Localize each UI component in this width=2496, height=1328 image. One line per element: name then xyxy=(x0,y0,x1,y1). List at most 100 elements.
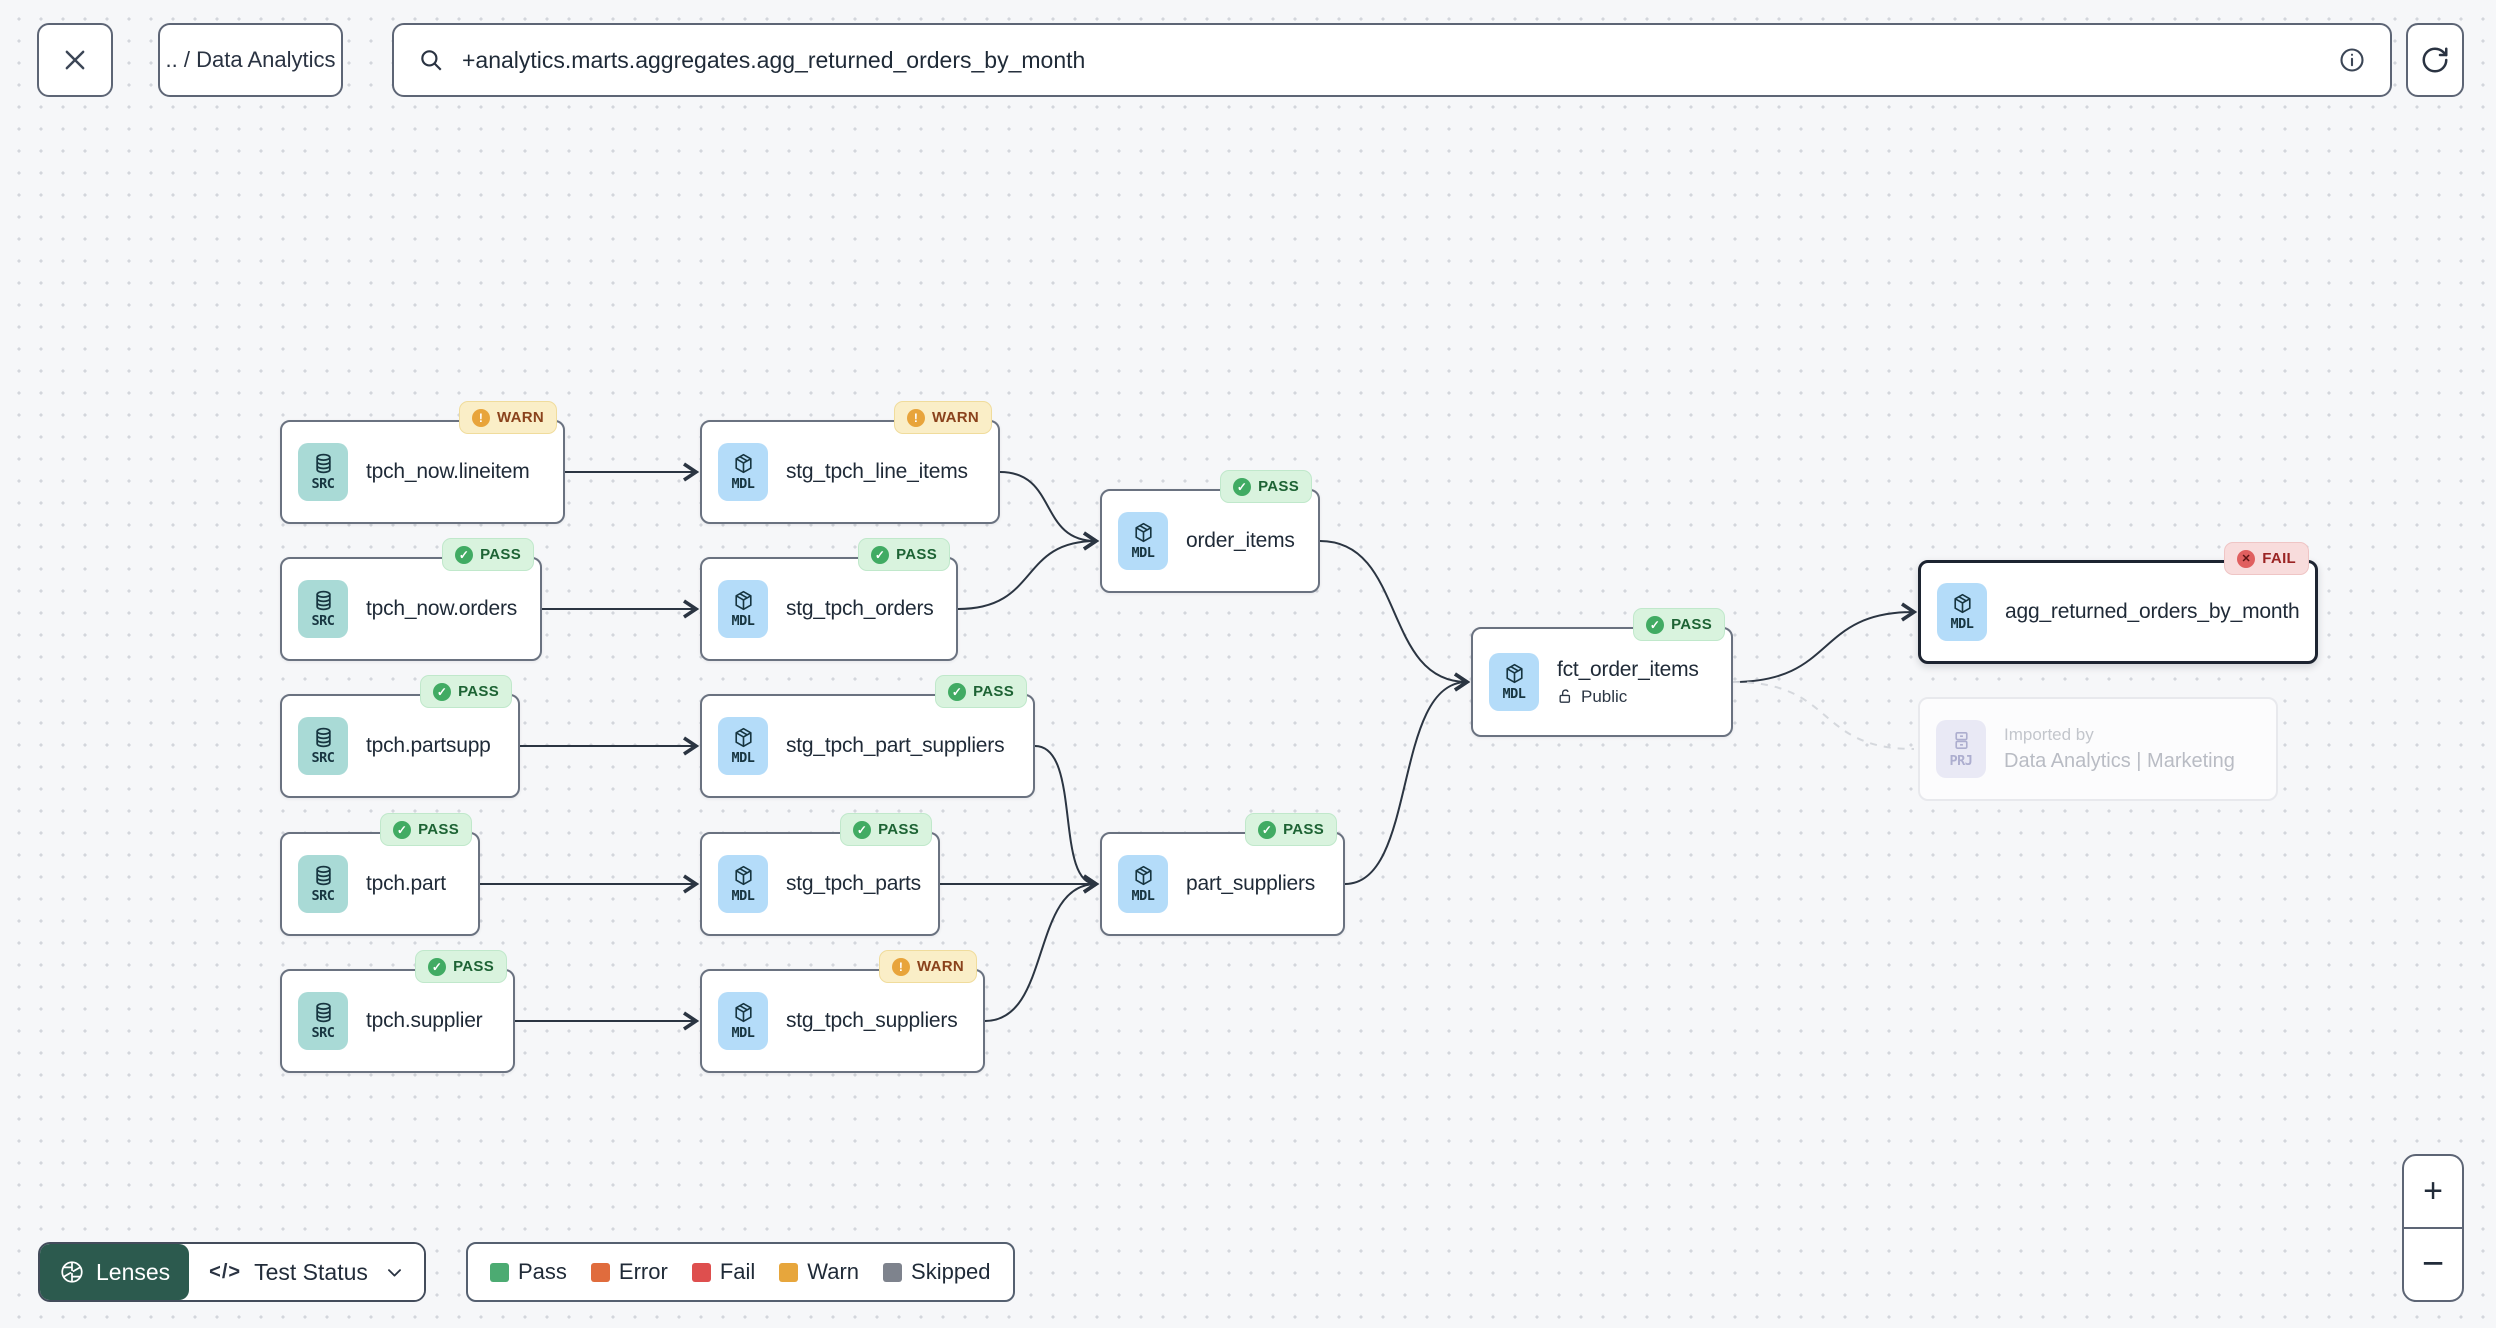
node-stg_tpch_parts[interactable]: PASS MDL stg_tpch_parts xyxy=(700,813,940,936)
node-tpch-partsupp[interactable]: PASS SRC tpch.partsupp xyxy=(280,675,520,798)
legend-label: Skipped xyxy=(911,1259,991,1284)
legend-label: Warn xyxy=(807,1259,860,1284)
database-icon xyxy=(312,864,335,887)
status-badge: PASS xyxy=(1633,608,1725,641)
refresh-button[interactable] xyxy=(2406,23,2464,97)
node-part_suppliers[interactable]: PASS MDL part_suppliers xyxy=(1100,813,1345,936)
imported-by-label: Imported by xyxy=(2004,725,2094,744)
node-stg_tpch_suppliers[interactable]: WARN MDL stg_tpch_suppliers xyxy=(700,950,985,1073)
zoom-in-button[interactable]: + xyxy=(2404,1156,2462,1227)
node-agg_returned_orders_by_month[interactable]: FAIL MDL agg_returned_orders_by_month xyxy=(1918,542,2318,664)
cube-icon xyxy=(732,726,755,749)
node-stg_tpch_line_items[interactable]: WARN MDL stg_tpch_line_items xyxy=(700,401,1000,524)
search-bar[interactable] xyxy=(392,23,2392,97)
status-badge: PASS xyxy=(1245,813,1337,846)
breadcrumb-label: .. / Data Analytics xyxy=(165,47,336,72)
status-label: PASS xyxy=(878,821,919,838)
search-input[interactable] xyxy=(460,45,2322,75)
check-icon xyxy=(455,545,474,564)
lens-selector-dropdown[interactable]: </> Test Status xyxy=(189,1244,424,1300)
legend-item: Skipped xyxy=(883,1259,991,1285)
check-icon xyxy=(1233,477,1252,496)
check-icon xyxy=(1258,820,1277,839)
lenses-button[interactable]: Lenses xyxy=(40,1244,190,1300)
zoom-controls: + − xyxy=(2402,1154,2464,1302)
legend-label: Fail xyxy=(719,1259,756,1284)
node-label: tpch.partsupp xyxy=(366,734,491,757)
legend-label: Pass xyxy=(518,1259,567,1284)
status-badge: WARN xyxy=(893,401,992,434)
cube-icon xyxy=(732,864,755,887)
node-label: tpch.part xyxy=(366,872,446,895)
node-fct_order_items[interactable]: PASS MDL fct_order_items Public xyxy=(1471,608,1733,737)
node-stg_tpch_orders[interactable]: PASS MDL stg_tpch_orders xyxy=(700,538,958,661)
warning-icon xyxy=(906,408,925,427)
status-badge: PASS xyxy=(1220,470,1312,503)
status-badge: PASS xyxy=(415,950,507,983)
cube-icon xyxy=(1132,521,1155,544)
lenses-control: Lenses </> Test Status xyxy=(38,1242,426,1302)
legend-swatch-pass xyxy=(490,1262,509,1282)
kind-label: SRC xyxy=(311,476,335,492)
status-label: PASS xyxy=(453,958,494,975)
node-label: stg_tpch_parts xyxy=(786,872,921,895)
node-label: stg_tpch_suppliers xyxy=(786,1009,958,1032)
node-imported-by-project[interactable]: PRJ Imported by Data Analytics | Marketi… xyxy=(1918,697,2278,801)
node-tpch-supplier[interactable]: PASS SRC tpch.supplier xyxy=(280,950,515,1073)
kind-label: SRC xyxy=(311,750,335,766)
status-badge: PASS xyxy=(840,813,932,846)
node-label: tpch_now.orders xyxy=(366,597,518,620)
close-button[interactable] xyxy=(37,23,113,97)
status-badge: PASS xyxy=(380,813,472,846)
status-label: PASS xyxy=(973,683,1014,700)
status-badge: FAIL xyxy=(2224,542,2309,575)
model-chip: MDL xyxy=(1118,855,1168,913)
aperture-icon xyxy=(59,1259,85,1285)
node-tpch-part[interactable]: PASS SRC tpch.part xyxy=(280,813,480,936)
node-label: fct_order_items xyxy=(1557,657,1699,681)
node-order_items[interactable]: PASS MDL order_items xyxy=(1100,470,1320,593)
node-label: tpch_now.lineitem xyxy=(366,460,530,483)
cube-icon xyxy=(732,1001,755,1024)
node-label: part_suppliers xyxy=(1186,872,1316,895)
legend-swatch-error xyxy=(590,1262,610,1282)
check-icon xyxy=(393,820,412,839)
kind-label: PRJ xyxy=(1949,753,1973,769)
cube-icon xyxy=(1503,662,1526,685)
legend-item: Warn xyxy=(779,1259,859,1285)
zoom-out-button[interactable]: − xyxy=(2404,1227,2462,1300)
node-tpch_now-lineitem[interactable]: WARN SRC tpch_now.lineitem xyxy=(280,401,565,524)
cube-icon xyxy=(732,589,755,612)
kind-label: MDL xyxy=(731,476,755,492)
source-chip: SRC xyxy=(298,717,348,775)
kind-label: SRC xyxy=(311,888,335,904)
status-badge: PASS xyxy=(420,675,512,708)
check-icon xyxy=(428,957,447,976)
warning-icon xyxy=(471,408,490,427)
legend-item: Pass xyxy=(490,1259,567,1285)
node-stg_tpch_part_suppliers[interactable]: PASS MDL stg_tpch_part_suppliers xyxy=(700,675,1035,798)
breadcrumb[interactable]: .. / Data Analytics xyxy=(158,23,343,97)
node-tpch_now-orders[interactable]: PASS SRC tpch_now.orders xyxy=(280,538,542,661)
status-label: PASS xyxy=(1258,478,1299,495)
status-label: PASS xyxy=(480,546,521,563)
database-icon xyxy=(312,589,335,612)
project-name-label: Data Analytics | Marketing xyxy=(2004,750,2235,772)
legend-swatch-warn xyxy=(779,1262,799,1282)
status-label: WARN xyxy=(931,409,979,426)
database-icon xyxy=(312,452,335,475)
status-badge: PASS xyxy=(935,675,1027,708)
node-label: stg_tpch_part_suppliers xyxy=(786,734,1005,757)
check-icon xyxy=(871,545,890,564)
check-icon xyxy=(433,682,452,701)
project-chip: PRJ xyxy=(1936,720,1986,778)
status-label: PASS xyxy=(418,821,459,838)
status-label: PASS xyxy=(1671,616,1712,633)
legend-swatch-skipped xyxy=(883,1262,903,1282)
info-icon[interactable] xyxy=(2338,46,2366,74)
model-chip: MDL xyxy=(1937,583,1987,641)
node-label: tpch.supplier xyxy=(366,1009,483,1032)
visibility-label: Public xyxy=(1581,686,1628,706)
kind-label: MDL xyxy=(731,750,755,766)
